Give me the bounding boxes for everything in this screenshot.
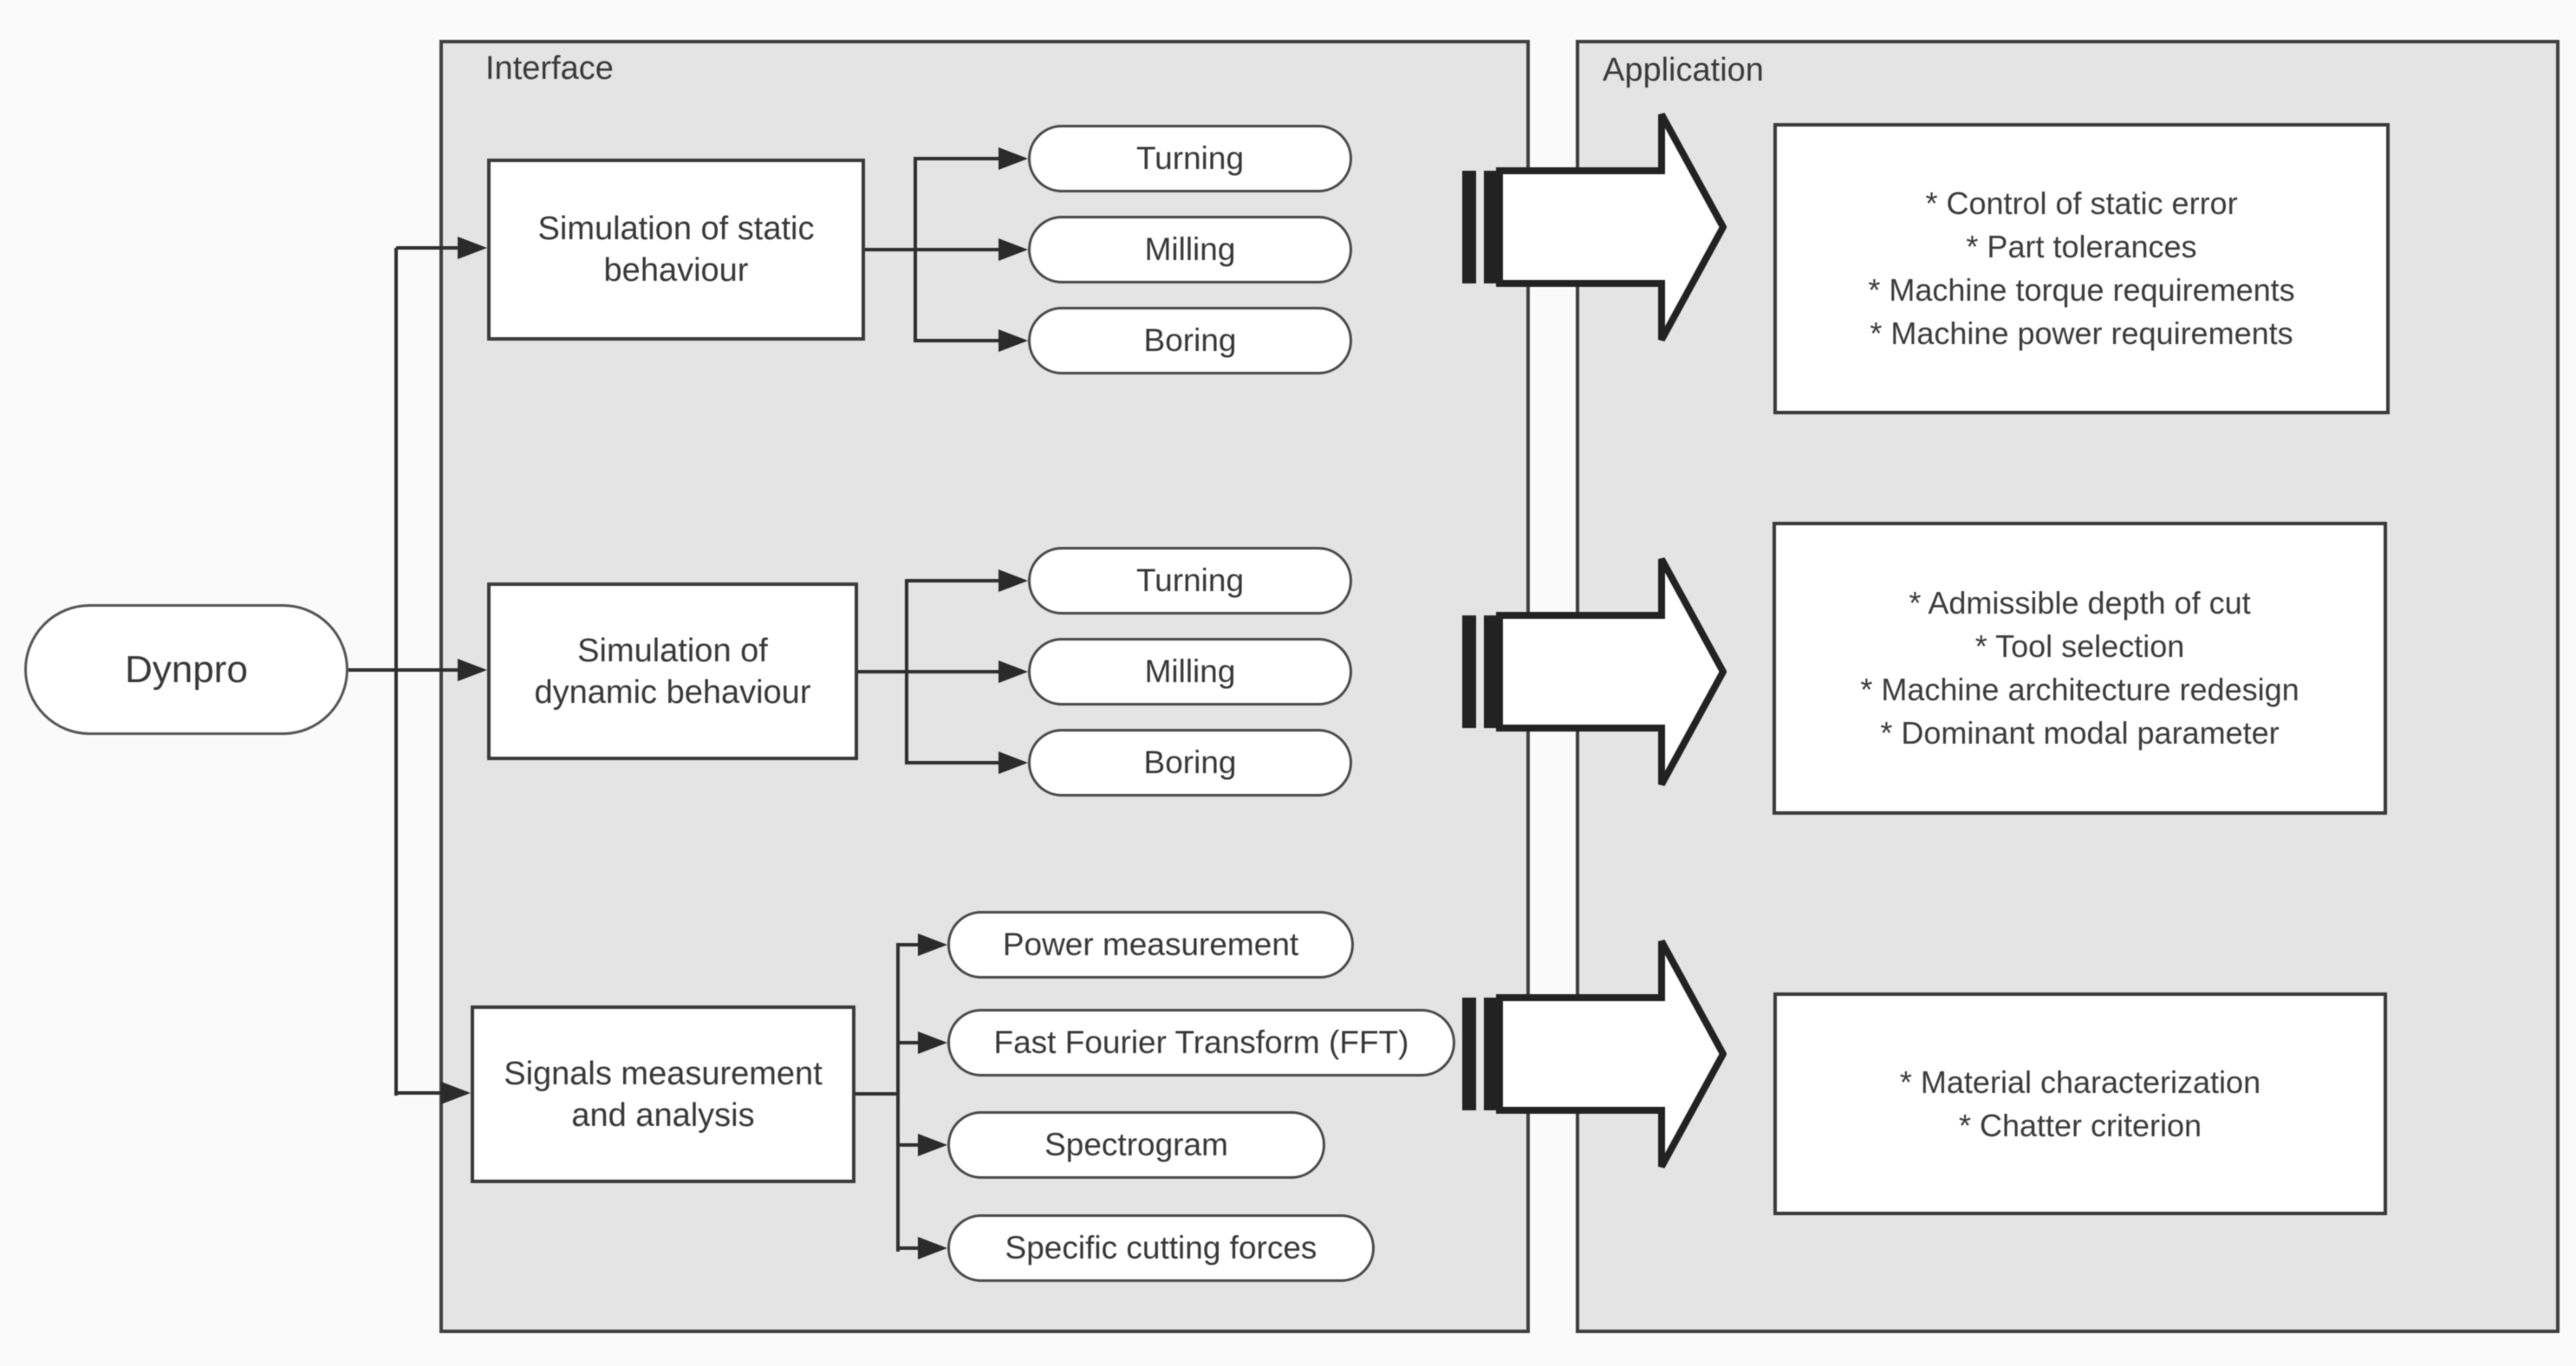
connector-line: [896, 1143, 918, 1147]
arrowhead-icon: [458, 659, 487, 681]
arrowhead-icon: [999, 660, 1028, 683]
connector-line: [858, 670, 905, 673]
arrowhead-icon: [918, 933, 947, 956]
application-item: * Dominant modal parameter: [1880, 715, 2280, 751]
root-node-dynpro: Dynpro: [24, 604, 348, 735]
method-pill-milling-2: Milling: [1028, 638, 1352, 706]
connector-line: [396, 246, 458, 250]
application-item: * Admissible depth of cut: [1909, 585, 2251, 621]
arrowhead-icon: [441, 1082, 471, 1104]
arrowhead-icon: [458, 237, 487, 259]
application-item: * Machine power requirements: [1870, 315, 2293, 351]
module-box-static: Simulation of static behaviour: [487, 159, 865, 341]
method-pill-spectrogram: Spectrogram: [947, 1111, 1325, 1179]
connector-line: [914, 248, 999, 251]
method-pill-turning-2: Turning: [1028, 547, 1352, 615]
application-item: * Chatter criterion: [1958, 1107, 2202, 1143]
connector-line: [394, 248, 398, 1096]
connector-line: [896, 1041, 918, 1044]
method-pill-boring-2: Boring: [1028, 729, 1352, 797]
module-box-label: Simulation of static behaviour: [537, 211, 815, 289]
module-box-label: Simulation of dynamic behaviour: [534, 632, 811, 711]
connector-line: [896, 943, 900, 1252]
connector-line: [905, 579, 999, 582]
flow-arrow-icon: [1462, 113, 1727, 342]
method-pill-power-measurement: Power measurement: [947, 911, 1354, 979]
connector-line: [914, 339, 999, 342]
method-pill-specific-cutting-forces: Specific cutting forces: [947, 1214, 1375, 1282]
application-item: * Tool selection: [1974, 628, 2185, 664]
method-pill-label: Fast Fourier Transform (FFT): [993, 1024, 1409, 1060]
arrowhead-icon: [999, 329, 1028, 352]
connector-line: [905, 761, 999, 764]
connector-line: [348, 668, 458, 672]
flow-arrow-icon: [1462, 557, 1727, 786]
arrowhead-icon: [999, 569, 1028, 592]
arrowhead-icon: [918, 1031, 947, 1054]
arrowhead-icon: [999, 751, 1028, 774]
arrowhead-icon: [918, 1134, 947, 1156]
method-pill-label: Boring: [1143, 745, 1237, 780]
module-box-label: Signals measurement and analysis: [504, 1055, 823, 1134]
application-box-static: * Control of static error * Part toleran…: [1773, 123, 2390, 414]
method-pill-label: Boring: [1143, 322, 1237, 358]
module-box-dynamic: Simulation of dynamic behaviour: [487, 582, 858, 760]
method-pill-label: Turning: [1135, 140, 1245, 176]
method-pill-milling-1: Milling: [1028, 216, 1352, 283]
application-panel-label: Application: [1603, 52, 1764, 88]
method-pill-boring-1: Boring: [1028, 307, 1352, 374]
application-box-dynamic: * Admissible depth of cut * Tool selecti…: [1773, 522, 2387, 815]
connector-line: [896, 943, 918, 946]
method-pill-label: Milling: [1144, 231, 1236, 267]
root-node-label: Dynpro: [125, 647, 248, 691]
connector-line: [865, 248, 914, 251]
arrowhead-icon: [918, 1237, 947, 1259]
connector-line: [396, 1091, 441, 1095]
application-item: * Part tolerances: [1966, 229, 2197, 264]
application-item: * Machine architecture redesign: [1860, 672, 2300, 707]
method-pill-label: Milling: [1144, 654, 1236, 689]
method-pill-label: Specific cutting forces: [1005, 1230, 1317, 1265]
method-pill-turning-1: Turning: [1028, 125, 1352, 192]
flow-arrow-icon: [1462, 940, 1727, 1168]
arrowhead-icon: [999, 238, 1028, 261]
application-box-signals: * Material characterization * Chatter cr…: [1773, 992, 2387, 1215]
method-pill-label: Power measurement: [1002, 927, 1299, 962]
module-box-signals: Signals measurement and analysis: [471, 1005, 855, 1183]
connector-line: [896, 1246, 918, 1250]
method-pill-fft: Fast Fourier Transform (FFT): [947, 1009, 1455, 1077]
arrowhead-icon: [999, 147, 1028, 170]
application-item: * Machine torque requirements: [1868, 272, 2295, 308]
application-item: * Material characterization: [1899, 1064, 2261, 1100]
connector-line: [914, 157, 999, 160]
application-item: * Control of static error: [1925, 185, 2238, 221]
method-pill-label: Turning: [1135, 563, 1245, 598]
interface-panel-label: Interface: [485, 50, 614, 87]
connector-line: [855, 1092, 896, 1096]
method-pill-label: Spectrogram: [1044, 1127, 1228, 1162]
connector-line: [905, 670, 999, 673]
